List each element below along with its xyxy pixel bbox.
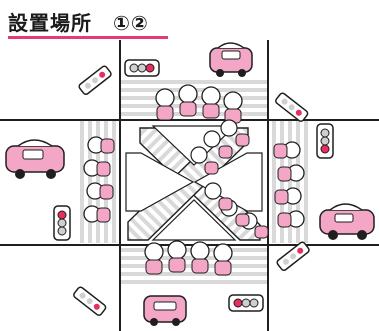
pedestrian-group-diagonal xyxy=(190,119,269,239)
traffic-light-right xyxy=(316,123,334,159)
traffic-light-bottom-right xyxy=(228,294,264,312)
pedestrian-signal-top-left xyxy=(78,65,112,95)
pedestrian-group-top xyxy=(155,84,243,124)
pedestrian-signal-bottom-left xyxy=(73,286,107,316)
car-right xyxy=(319,203,375,240)
pedestrian-signal-bottom-right xyxy=(276,241,310,271)
pedestrian-signal-top-right xyxy=(275,92,309,122)
title-underline xyxy=(8,36,168,39)
title-area: 設置場所 ①② xyxy=(8,7,170,39)
traffic-light-top-left xyxy=(124,59,160,77)
car-bottom xyxy=(143,295,187,326)
car-top xyxy=(209,42,253,77)
road-lines xyxy=(0,40,379,331)
car-left xyxy=(5,139,65,179)
pedestrian-group-right xyxy=(273,141,305,228)
traffic-light-left xyxy=(53,205,71,241)
page-title: 設置場所 ①② xyxy=(8,11,149,35)
pedestrian-group-bottom xyxy=(144,240,233,276)
pedestrian-group-left xyxy=(83,136,115,223)
